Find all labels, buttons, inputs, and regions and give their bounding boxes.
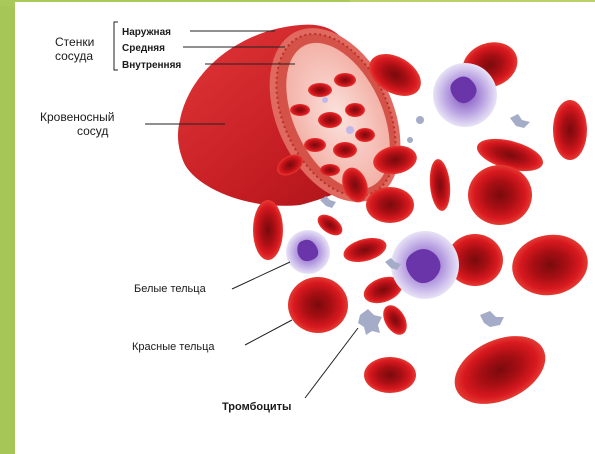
vessel-walls-label-2: сосуда [55,49,93,63]
blood-vessel-label-2: сосуд [77,124,108,138]
middle-layer-label: Средняя [122,43,165,54]
platelets-label: Тромбоциты [222,401,291,413]
inner-layer-label: Внутренняя [122,60,181,71]
outer-layer-label: Наружная [122,27,171,38]
red-cells-label: Красные тельца [132,341,215,353]
white-cells-label: Белые тельца [134,283,207,295]
vessel-walls-label-1: Стенки [55,35,94,49]
blood-vessel-label-1: Кровеносный [40,110,115,124]
